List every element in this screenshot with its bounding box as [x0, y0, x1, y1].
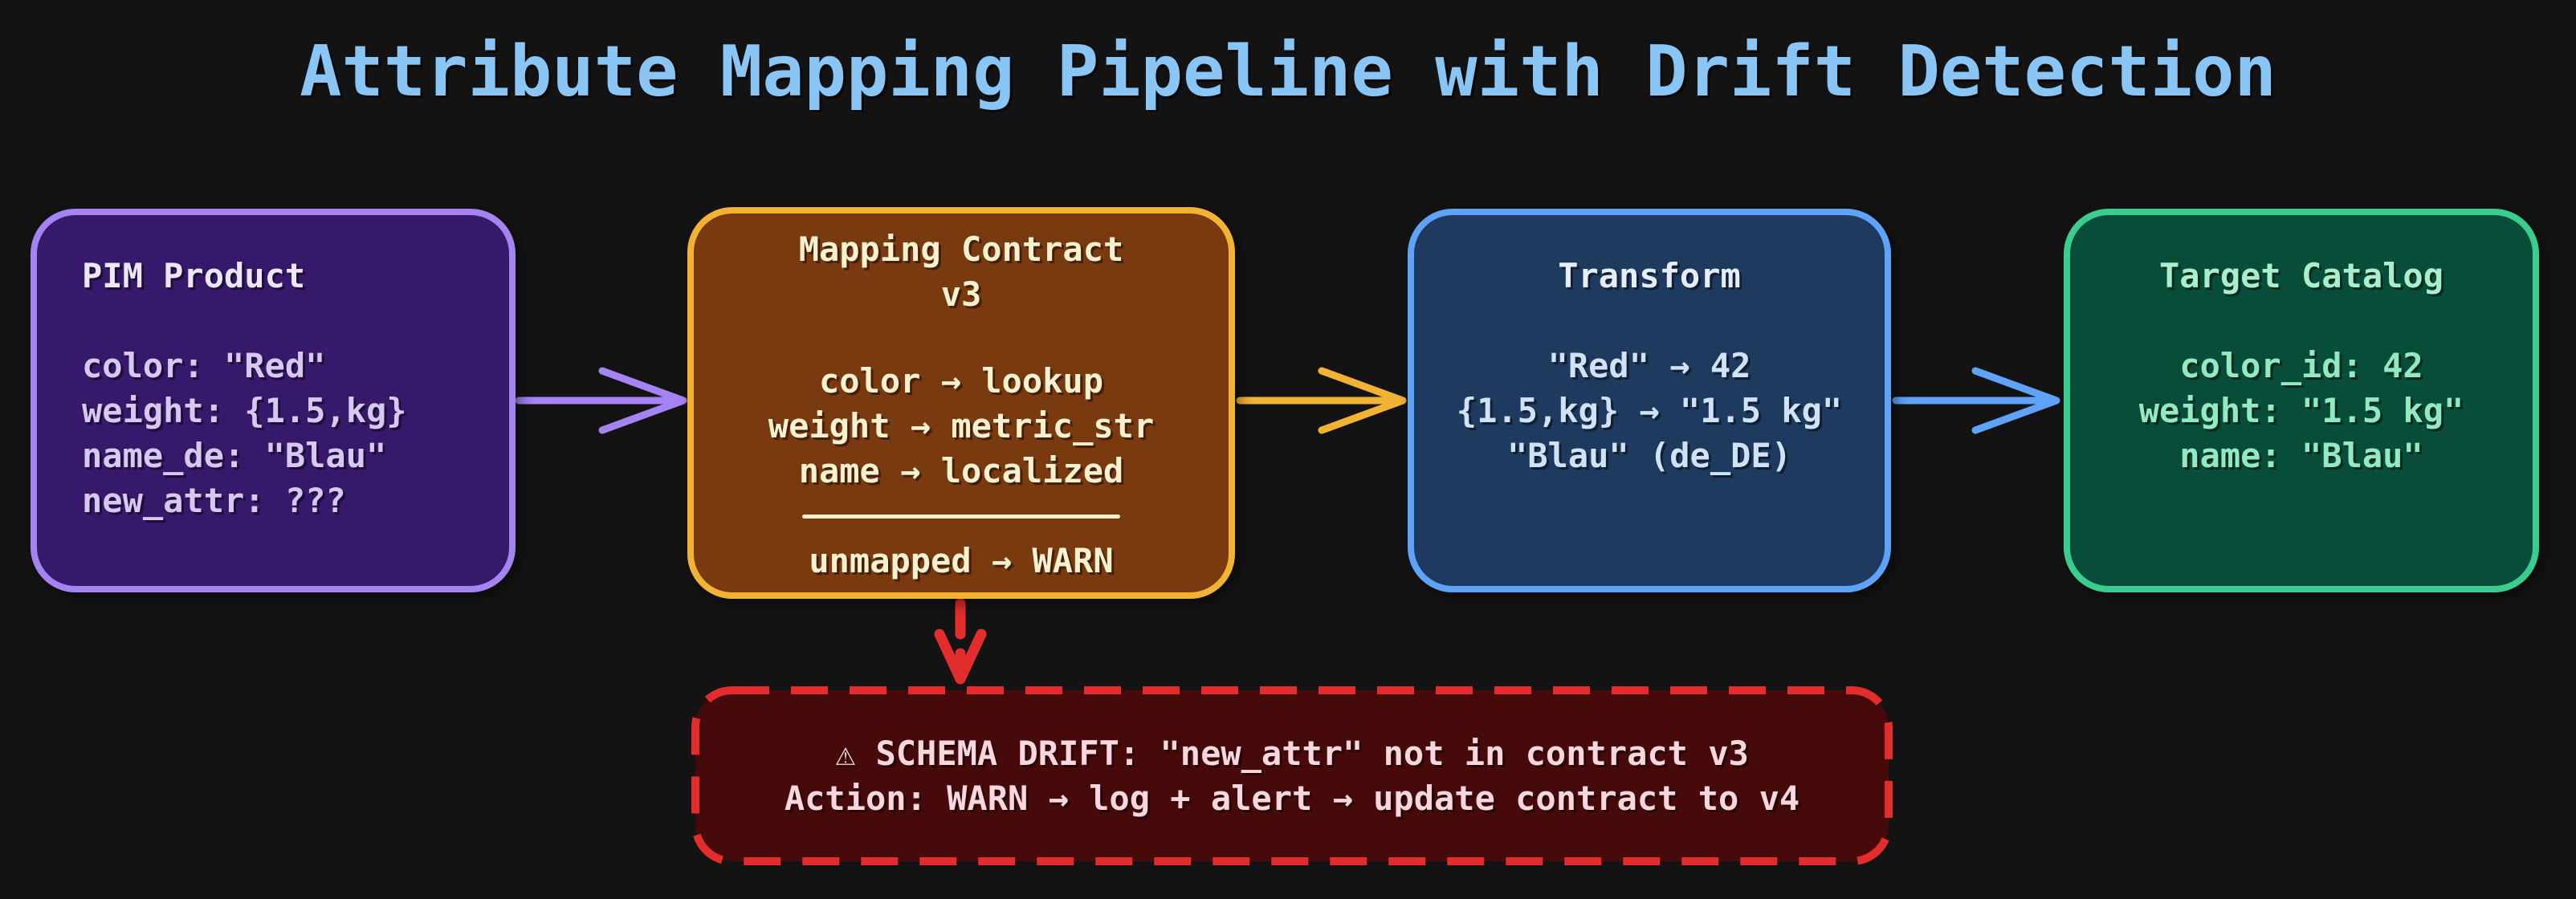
attribute-line: weight: "1.5 kg" — [2138, 391, 2464, 430]
spacer — [1414, 299, 1885, 344]
node-title: PIM Product — [82, 256, 306, 295]
mapping-rule-line: name → localized — [798, 451, 1124, 490]
spacer — [694, 317, 1229, 359]
transform-line: {1.5,kg} → "1.5 kg" — [1456, 391, 1843, 430]
warning-icon: ⚠ — [835, 733, 856, 773]
node-title: Mapping Contract — [798, 230, 1124, 269]
node-mapping-contract: Mapping Contract v3 color → lookup weigh… — [687, 207, 1235, 599]
node-target-catalog: Target Catalog color_id: 42 weight: "1.5… — [2064, 209, 2539, 592]
attribute-line: weight: {1.5,kg} — [82, 391, 407, 430]
transform-line: "Blau" (de_DE) — [1506, 436, 1791, 475]
attribute-line: color: "Red" — [82, 346, 326, 385]
spacer — [2070, 299, 2533, 344]
attribute-line: new_attr: ??? — [82, 481, 346, 520]
page-title: Attribute Mapping Pipeline with Drift De… — [300, 31, 2276, 112]
node-title: Target Catalog — [2158, 256, 2444, 295]
divider-line — [802, 514, 1120, 519]
edge-contract-to-transform — [1236, 367, 1407, 434]
edge-pim-to-contract — [515, 367, 687, 434]
arrowhead-right-icon — [598, 367, 687, 434]
attribute-line: name: "Blau" — [2179, 436, 2423, 475]
attribute-line: color_id: 42 — [2179, 346, 2423, 385]
attribute-line: name_de: "Blau" — [82, 436, 387, 475]
warning-line-text: Action: WARN → log + alert → update cont… — [784, 778, 1800, 818]
fallback-rule-line: unmapped → WARN — [809, 541, 1114, 580]
schema-drift-warning-content: ⚠ SCHEMA DRIFT: "new_attr" not in contrac… — [695, 690, 1889, 861]
node-title: Transform — [1558, 256, 1741, 295]
mapping-rule-line: weight → metric_str — [768, 406, 1155, 445]
node-pim-product: PIM Product color: "Red" weight: {1.5,kg… — [31, 209, 516, 592]
warning-line: Action: WARN → log + alert → update cont… — [785, 776, 1800, 821]
node-transform: Transform "Red" → 42 {1.5,kg} → "1.5 kg"… — [1408, 209, 1891, 592]
node-title-version: v3 — [940, 275, 982, 314]
arrowhead-right-icon — [1318, 367, 1407, 434]
mapping-rule-line: color → lookup — [818, 361, 1103, 401]
warning-line: ⚠ SCHEMA DRIFT: "new_attr" not in contrac… — [835, 731, 1749, 776]
divider — [694, 494, 1229, 539]
arrowhead-right-icon — [1971, 367, 2060, 434]
edge-transform-to-catalog — [1892, 367, 2060, 434]
transform-line: "Red" → 42 — [1547, 346, 1751, 385]
edge-contract-to-warning — [934, 598, 987, 685]
spacer — [82, 299, 496, 344]
schema-drift-warning-box — [691, 686, 1893, 865]
warning-line-text: SCHEMA DRIFT: "new_attr" not in contract… — [875, 733, 1749, 773]
arrowhead-down-icon — [934, 628, 987, 685]
